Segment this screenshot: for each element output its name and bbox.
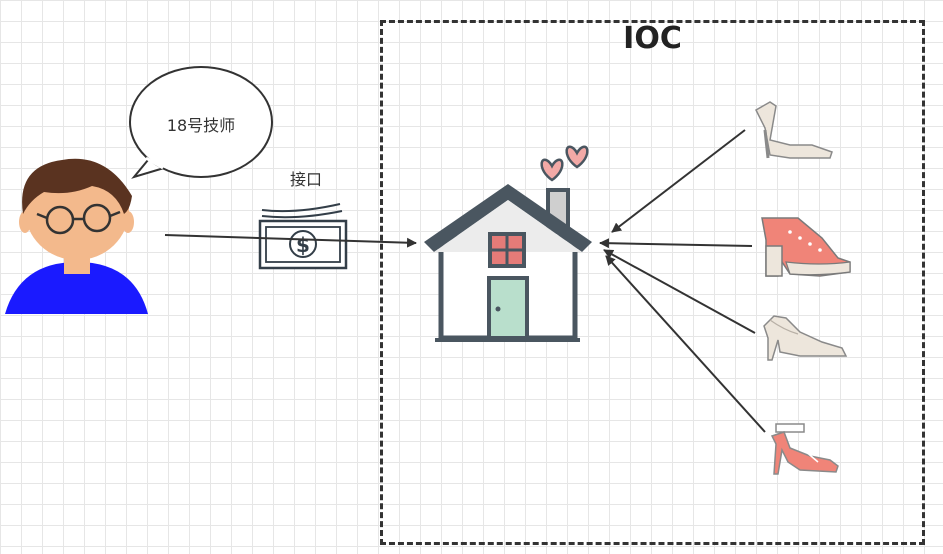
interface-label: 接口 <box>289 170 322 189</box>
money-icon: $ <box>258 203 348 270</box>
ioc-container <box>380 20 925 545</box>
arrow-shoe2-to-house <box>599 238 753 249</box>
house-icon <box>424 145 592 342</box>
arrow-shoe4-to-house <box>605 255 766 433</box>
arrow-shoe1-to-house <box>611 129 746 233</box>
shoe-4-icon <box>770 423 839 475</box>
speech-bubble <box>129 66 273 179</box>
person-avatar <box>5 158 148 314</box>
shoe-3-icon <box>763 315 848 361</box>
arrow-shoe3-to-house <box>603 249 756 334</box>
shoe-2-icon <box>761 217 851 277</box>
glasses-icon <box>36 203 121 235</box>
shoe-1-icon <box>755 101 833 159</box>
arrow-person-to-house <box>164 234 417 248</box>
dollar-sign: $ <box>296 233 310 257</box>
ioc-title: IOC <box>623 21 682 56</box>
speech-bubble-text: 18号技师 <box>166 116 236 135</box>
